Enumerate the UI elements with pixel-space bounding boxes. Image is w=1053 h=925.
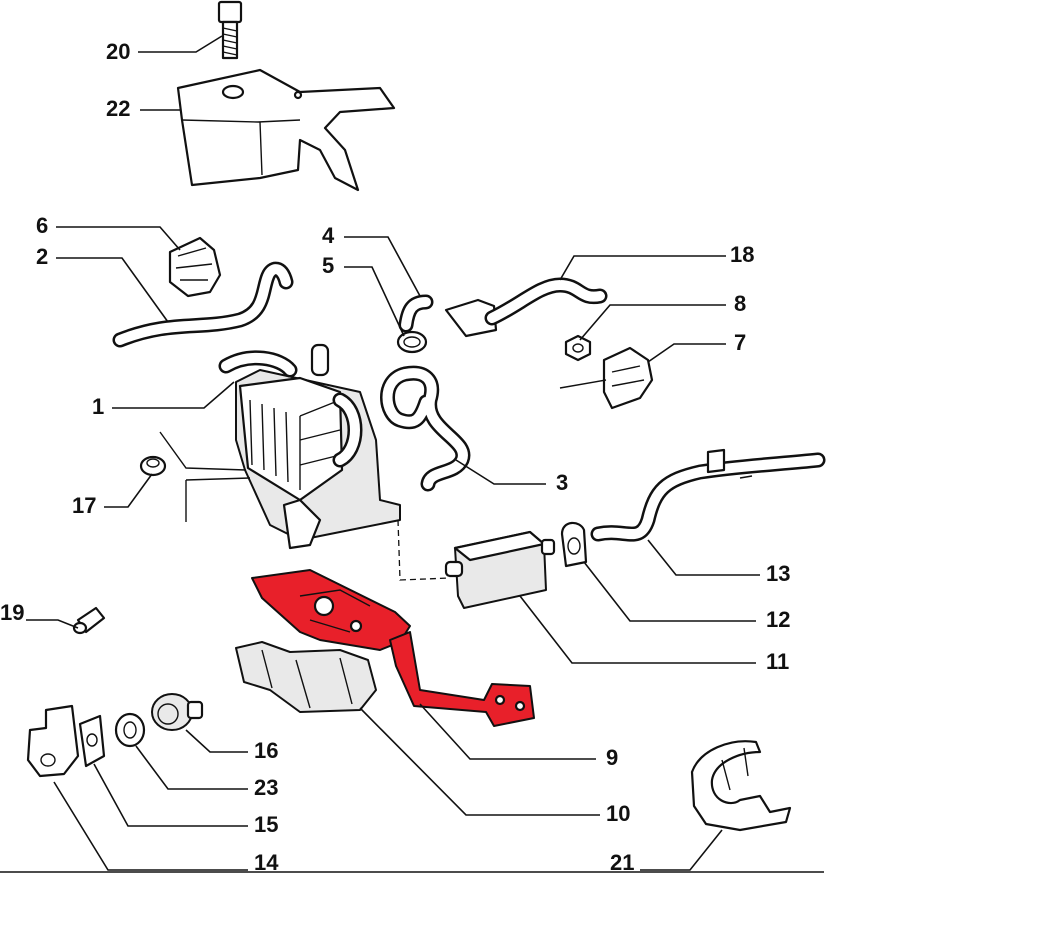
- callout-3[interactable]: 3: [556, 470, 568, 495]
- part-3-hose[interactable]: [380, 365, 471, 492]
- leader-6: [56, 226, 181, 251]
- part-10-shield[interactable]: [235, 641, 377, 713]
- part-20-bolt[interactable]: [217, 0, 243, 60]
- leader-14: [53, 781, 248, 871]
- leader-lines: [26, 35, 760, 871]
- part-5-clamp[interactable]: [396, 330, 428, 354]
- leader-18: [559, 255, 726, 281]
- part-6-clip[interactable]: [168, 236, 222, 298]
- leader-3: [455, 459, 546, 485]
- part-2-hose[interactable]: [112, 261, 294, 348]
- callout-2[interactable]: 2: [36, 244, 48, 269]
- part-1-heater-unit[interactable]: [159, 343, 401, 550]
- leader-15: [93, 763, 248, 827]
- callout-8[interactable]: 8: [734, 291, 746, 316]
- leader-19: [26, 619, 79, 629]
- part-14-plate[interactable]: [26, 704, 80, 778]
- part-23-ring[interactable]: [114, 712, 146, 748]
- callout-22[interactable]: 22: [106, 96, 130, 121]
- leader-13: [647, 539, 760, 576]
- callout-17[interactable]: 17: [72, 493, 96, 518]
- part-17-grommet[interactable]: [139, 455, 167, 477]
- callout-13[interactable]: 13: [766, 561, 790, 586]
- callout-1[interactable]: 1: [92, 394, 104, 419]
- part-15-gasket[interactable]: [78, 714, 106, 768]
- part-19-screw[interactable]: [72, 606, 106, 635]
- leader-12: [583, 561, 756, 622]
- callout-16[interactable]: 16: [254, 738, 278, 763]
- callout-20[interactable]: 20: [106, 39, 130, 64]
- part-22-bracket[interactable]: [176, 68, 396, 192]
- callout-11[interactable]: 11: [766, 649, 789, 674]
- callout-7[interactable]: 7: [734, 330, 746, 355]
- part-4-elbow[interactable]: [398, 294, 434, 333]
- leader-20: [138, 35, 223, 53]
- leader-11: [519, 595, 756, 664]
- callout-23[interactable]: 23: [254, 775, 278, 800]
- part-11-valve[interactable]: [397, 519, 556, 609]
- part-21-clip[interactable]: [690, 740, 792, 832]
- callout-numbers: 20 22 6 2 4 5 18 8 7 1 17 3 13 12 11 19 …: [0, 39, 790, 875]
- leader-1: [112, 381, 235, 409]
- callout-12[interactable]: 12: [766, 607, 790, 632]
- leader-4: [344, 236, 421, 297]
- leader-16: [185, 729, 248, 753]
- part-9-bracket-highlighted[interactable]: [251, 569, 535, 727]
- callout-21[interactable]: 21: [610, 850, 634, 875]
- callout-15[interactable]: 15: [254, 812, 278, 837]
- part-18-hose[interactable]: [444, 277, 608, 338]
- leader-8: [579, 304, 726, 341]
- callout-5[interactable]: 5: [322, 253, 334, 278]
- leader-9: [419, 703, 596, 760]
- leader-2: [56, 257, 169, 323]
- part-13-pipe[interactable]: [590, 448, 826, 542]
- callout-6[interactable]: 6: [36, 213, 48, 238]
- leader-23: [135, 745, 248, 790]
- callout-4[interactable]: 4: [322, 223, 335, 248]
- part-12-clamp[interactable]: [560, 521, 588, 568]
- part-7-clip[interactable]: [559, 346, 654, 410]
- leader-10: [359, 707, 600, 816]
- leader-21: [640, 829, 723, 871]
- callout-9[interactable]: 9: [606, 745, 618, 770]
- leader-7: [647, 343, 726, 363]
- leader-5: [344, 266, 405, 337]
- callout-19[interactable]: 19: [0, 600, 24, 625]
- callout-18[interactable]: 18: [730, 242, 754, 267]
- leader-17: [104, 473, 153, 508]
- callout-10[interactable]: 10: [606, 801, 630, 826]
- part-8-nut[interactable]: [564, 334, 592, 362]
- part-16-connector[interactable]: [151, 693, 204, 731]
- callout-14[interactable]: 14: [254, 850, 279, 875]
